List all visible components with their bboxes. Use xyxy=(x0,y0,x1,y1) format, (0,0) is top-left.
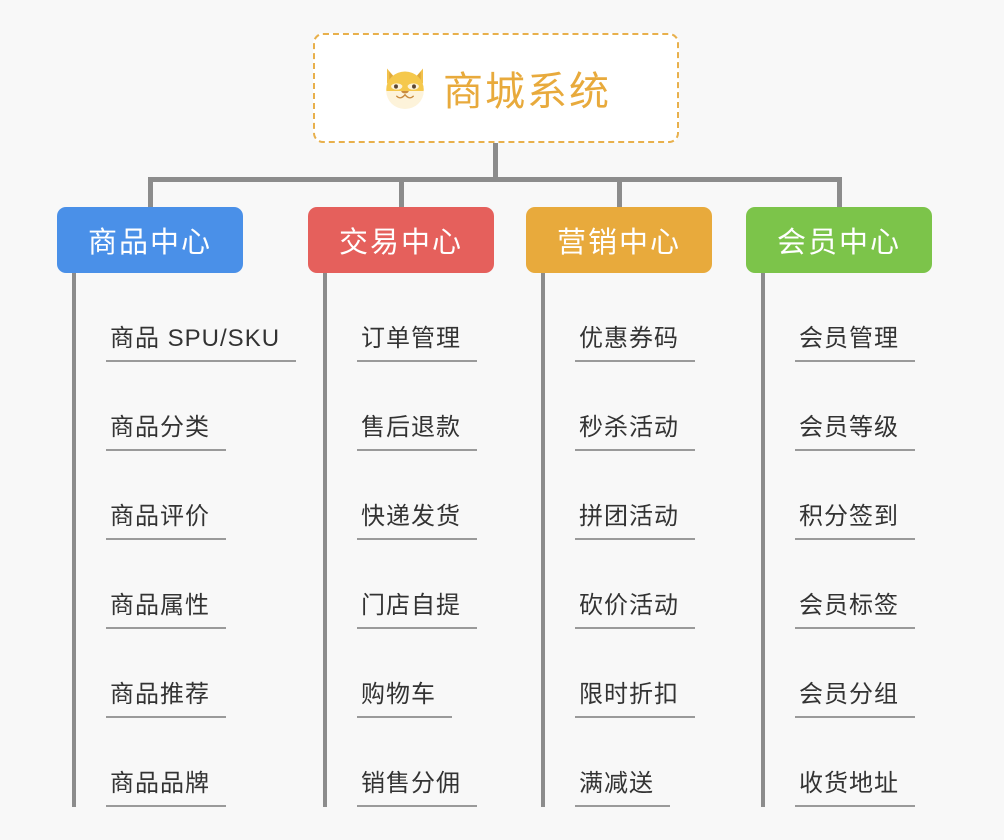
leaf-label: 积分签到 xyxy=(799,503,899,530)
leaf-label: 商品品牌 xyxy=(110,770,210,797)
trunk-line-2 xyxy=(323,273,327,807)
category-header-1[interactable]: 商品中心 xyxy=(57,207,243,273)
leaf-label: 会员管理 xyxy=(799,325,899,352)
leaf-label: 收货地址 xyxy=(799,770,899,797)
leaf-item[interactable]: 快递发货 xyxy=(323,451,477,540)
leaf-item[interactable]: 会员等级 xyxy=(761,362,915,451)
leaf-item[interactable]: 商品属性 xyxy=(72,540,296,629)
category-column-4: 会员中心 会员管理 会员等级 积分签到 会员标签 会员分组 收货地址 xyxy=(746,207,932,807)
leaf-label: 优惠券码 xyxy=(579,325,679,352)
leaf-label: 会员分组 xyxy=(799,681,899,708)
leaf-label: 销售分佣 xyxy=(361,770,461,797)
leaf-item[interactable]: 会员分组 xyxy=(761,629,915,718)
leaf-label: 商品属性 xyxy=(110,592,210,619)
leaf-label: 商品评价 xyxy=(110,503,210,530)
leaf-item[interactable]: 会员标签 xyxy=(761,540,915,629)
leaf-label: 订单管理 xyxy=(361,325,461,352)
leaf-label: 门店自提 xyxy=(361,592,461,619)
connector-drop-3 xyxy=(617,177,622,209)
category-label-3: 营销中心 xyxy=(556,227,681,259)
leaf-item[interactable]: 商品 SPU/SKU xyxy=(72,273,297,362)
trunk-line-4 xyxy=(761,273,765,807)
category-header-4[interactable]: 会员中心 xyxy=(746,207,932,273)
connector-drop-4 xyxy=(837,177,842,209)
category-label-4: 会员中心 xyxy=(776,227,901,259)
category-column-2: 交易中心 订单管理 售后退款 快递发货 门店自提 购物车 销售分佣 xyxy=(308,207,494,807)
leaf-item[interactable]: 售后退款 xyxy=(323,362,477,451)
connector-drop-2 xyxy=(399,177,404,209)
leaf-item[interactable]: 订单管理 xyxy=(323,273,477,362)
category-column-1: 商品中心 商品 SPU/SKU 商品分类 商品评价 商品属性 商品推荐 商品品牌 xyxy=(57,207,297,807)
leaf-item[interactable]: 商品评价 xyxy=(72,451,296,540)
leaf-item[interactable]: 限时折扣 xyxy=(541,629,695,718)
leaf-label: 商品推荐 xyxy=(110,681,210,708)
trunk-line-1 xyxy=(72,273,76,807)
leaf-item[interactable]: 商品品牌 xyxy=(72,718,296,807)
leaf-list-2: 订单管理 售后退款 快递发货 门店自提 购物车 销售分佣 xyxy=(323,273,477,807)
shiba-dog-icon xyxy=(381,64,429,112)
leaf-label: 快递发货 xyxy=(361,503,461,530)
leaf-list-3: 优惠券码 秒杀活动 拼团活动 砍价活动 限时折扣 满减送 xyxy=(541,273,695,807)
connector-root-stem xyxy=(493,143,498,180)
leaf-item[interactable]: 商品推荐 xyxy=(72,629,296,718)
leaf-item[interactable]: 销售分佣 xyxy=(323,718,477,807)
category-column-3: 营销中心 优惠券码 秒杀活动 拼团活动 砍价活动 限时折扣 满减送 xyxy=(526,207,712,807)
leaf-label: 商品分类 xyxy=(110,414,210,441)
leaf-label: 购物车 xyxy=(361,681,436,708)
leaf-list-4: 会员管理 会员等级 积分签到 会员标签 会员分组 收货地址 xyxy=(761,273,915,807)
leaf-item[interactable]: 门店自提 xyxy=(323,540,477,629)
leaf-item[interactable]: 优惠券码 xyxy=(541,273,695,362)
leaf-label: 商品 SPU/SKU xyxy=(110,325,281,352)
category-header-3[interactable]: 营销中心 xyxy=(526,207,712,273)
leaf-label: 限时折扣 xyxy=(579,681,679,708)
leaf-label: 满减送 xyxy=(579,770,654,797)
leaf-item[interactable]: 秒杀活动 xyxy=(541,362,695,451)
leaf-item[interactable]: 购物车 xyxy=(323,629,477,718)
leaf-item[interactable]: 拼团活动 xyxy=(541,451,695,540)
leaf-list-1: 商品 SPU/SKU 商品分类 商品评价 商品属性 商品推荐 商品品牌 xyxy=(72,273,297,807)
leaf-item[interactable]: 满减送 xyxy=(541,718,695,807)
leaf-item[interactable]: 收货地址 xyxy=(761,718,915,807)
leaf-item[interactable]: 积分签到 xyxy=(761,451,915,540)
leaf-label: 售后退款 xyxy=(361,414,461,441)
leaf-label: 砍价活动 xyxy=(579,592,679,619)
trunk-line-3 xyxy=(541,273,545,807)
connector-drop-1 xyxy=(148,177,153,209)
leaf-label: 会员标签 xyxy=(799,592,899,619)
category-header-2[interactable]: 交易中心 xyxy=(308,207,494,273)
leaf-label: 拼团活动 xyxy=(579,503,679,530)
category-label-1: 商品中心 xyxy=(87,227,212,259)
category-label-2: 交易中心 xyxy=(338,227,463,259)
leaf-item[interactable]: 砍价活动 xyxy=(541,540,695,629)
leaf-item[interactable]: 会员管理 xyxy=(761,273,915,362)
root-title: 商城系统 xyxy=(443,70,611,114)
connector-horizontal-bus xyxy=(148,177,840,182)
leaf-label: 秒杀活动 xyxy=(579,414,679,441)
leaf-item[interactable]: 商品分类 xyxy=(72,362,296,451)
root-node[interactable]: 商城系统 xyxy=(313,33,679,143)
leaf-label: 会员等级 xyxy=(799,414,899,441)
